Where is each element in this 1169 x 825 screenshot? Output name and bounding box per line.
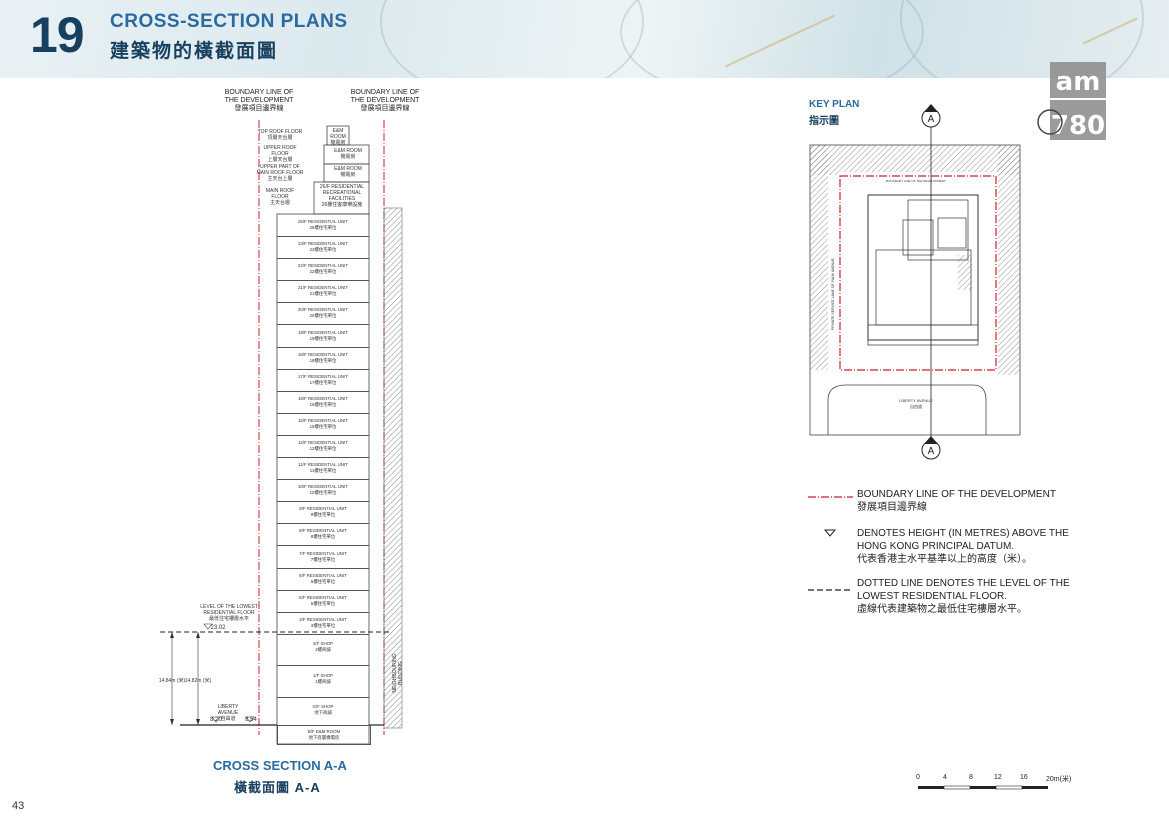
- level-8-54: 8.54: [245, 717, 257, 723]
- section-caption-en: CROSS SECTION A-A: [213, 758, 347, 773]
- section-marker-bottom: A: [928, 446, 935, 457]
- scale-tick-0: 0: [916, 774, 920, 781]
- recreational-facilities: 26/F RESIDENTIAL RECREATIONAL FACILITIES…: [319, 184, 365, 208]
- banner-swirl: [380, 0, 644, 78]
- key-top-note: BOUNDARY LINE OF THE DEVELOPMENT: [886, 179, 946, 183]
- section-title-zh: 建築物的橫截面圖: [110, 41, 279, 62]
- banner-swirl: [620, 0, 924, 78]
- scale-tick-8: 8: [969, 774, 973, 781]
- neighbouring-building-label: NEIGHBOURING BUILDING: [392, 653, 404, 693]
- section-drawing: [160, 120, 403, 745]
- legend-symbols: [808, 496, 853, 591]
- logo-text-am: am: [1056, 67, 1101, 97]
- scale-tick-20: 20m(米): [1046, 776, 1072, 783]
- page-number: 43: [12, 800, 25, 812]
- key-plan-title-en: KEY PLAN: [809, 99, 860, 110]
- boundary-left-label: BOUNDARY LINE OF THE DEVELOPMENT 發展項目邊界線: [224, 89, 294, 112]
- am730-logo: am 780: [1037, 62, 1106, 141]
- key-plan-title-zh: 指示圖: [809, 116, 839, 127]
- key-side-street: PRIVATE SERVICE LANE OF PALM AVENUE: [831, 257, 835, 330]
- boundary-right-label: BOUNDARY LINE OF THE DEVELOPMENT 發展項目邊界線: [350, 89, 420, 112]
- level-8-20: 8.20: [210, 717, 222, 723]
- dimension-14-84: 14.84m (米): [158, 678, 186, 684]
- neighbouring-building: [383, 207, 403, 729]
- logo-text-780: 780: [1051, 111, 1105, 141]
- dimension-14-82: 14.82m (米): [184, 678, 212, 684]
- scale-tick-4: 4: [943, 774, 947, 781]
- legend-height-triangle: [823, 529, 837, 537]
- scale-tick-16: 16: [1020, 774, 1028, 781]
- section-number: 19: [30, 7, 85, 63]
- section-marker-top: A: [928, 114, 935, 125]
- scale-tick-12: 12: [994, 774, 1002, 781]
- key-liberty-zh: 自由道: [910, 403, 922, 409]
- section-caption-zh: 橫截面圖 A-A: [234, 780, 321, 795]
- header-banner: [0, 0, 1169, 78]
- key-liberty-en: LIBERTY AVENUE: [899, 398, 933, 403]
- key-plan-boundary: [839, 175, 997, 371]
- scale-bar: [918, 785, 1048, 790]
- scale-labels: 0 4 8 12 16 20m(米): [916, 774, 1076, 784]
- section-title-en: CROSS-SECTION PLANS: [110, 11, 348, 32]
- lowest-level-value: 23.02: [210, 625, 226, 631]
- key-plan-drawing: A A LIBERTY AVENUE 自由道 BOUNDARY LINE OF …: [809, 104, 1021, 460]
